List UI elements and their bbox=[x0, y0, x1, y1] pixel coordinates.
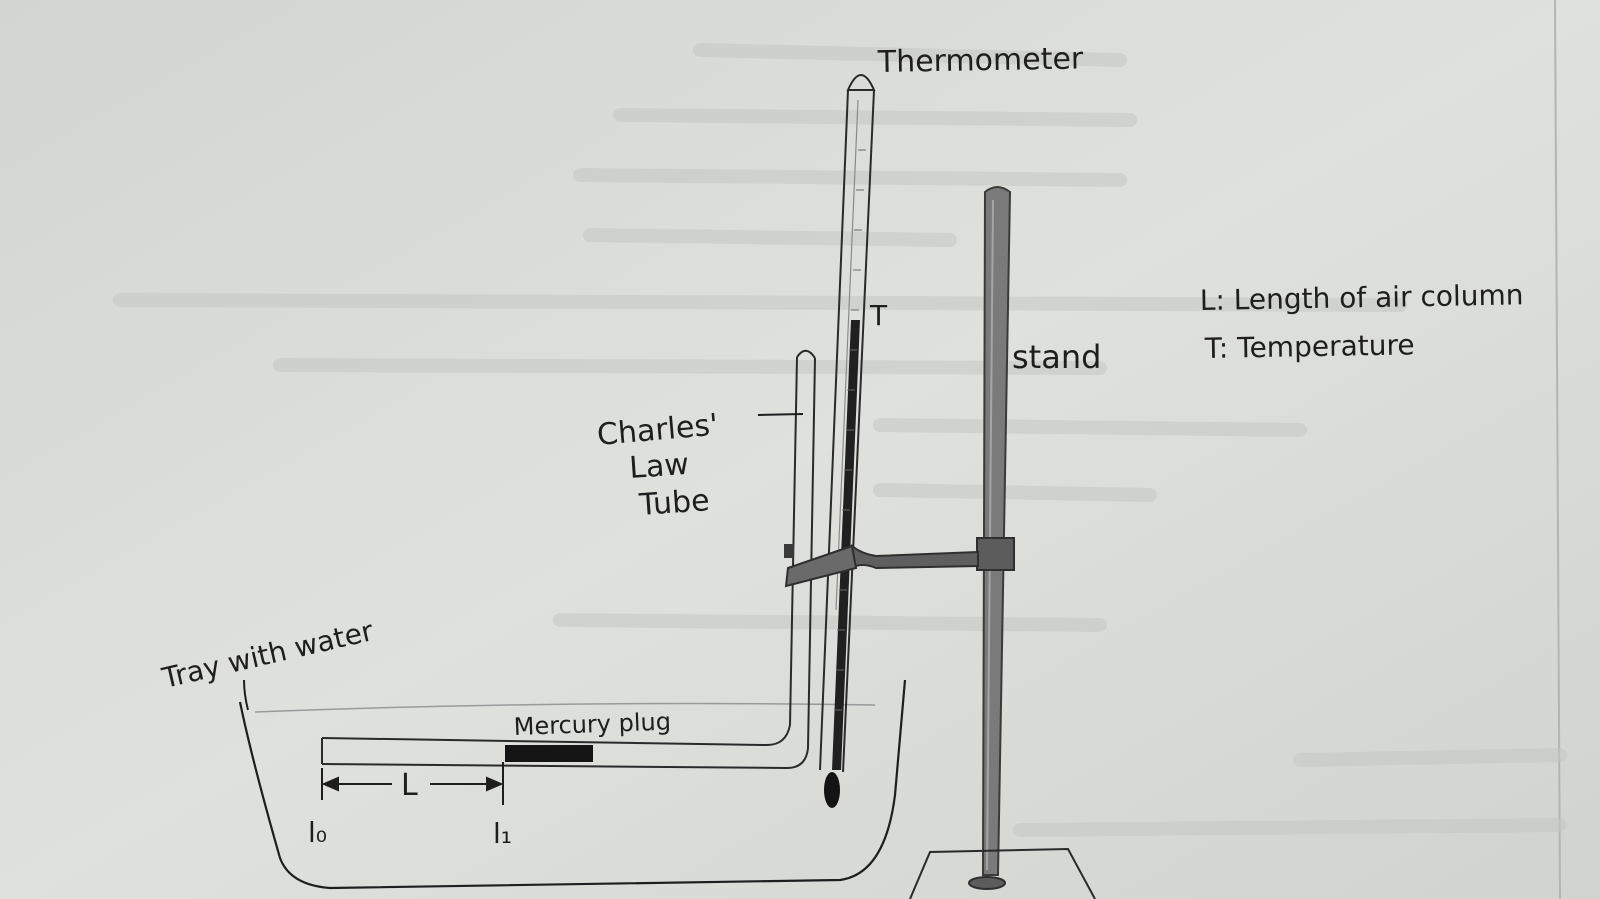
retort-stand bbox=[909, 186, 1096, 899]
clamp bbox=[784, 543, 979, 588]
length-dimension bbox=[321, 762, 504, 805]
thermometer-bulb bbox=[824, 772, 840, 808]
boss-head bbox=[976, 537, 1015, 571]
mercury-plug bbox=[505, 745, 593, 762]
label-mercury-plug: Mercury plug bbox=[513, 708, 671, 741]
stand-base bbox=[909, 847, 1096, 899]
legend-L: L: Length of air column bbox=[1200, 278, 1524, 317]
tray-outline bbox=[238, 679, 907, 890]
label-tube: Tube bbox=[637, 483, 711, 523]
legend-T: T: Temperature bbox=[1204, 328, 1415, 365]
bleed-through bbox=[113, 43, 1567, 837]
label-t-mark: T bbox=[869, 299, 888, 332]
label-stand: stand bbox=[1012, 338, 1101, 376]
charles-law-tube bbox=[321, 349, 816, 770]
label-l1: l₁ bbox=[493, 817, 512, 850]
label-l0: l₀ bbox=[308, 816, 327, 849]
label-L: L bbox=[401, 768, 418, 803]
label-law: Law bbox=[628, 447, 690, 486]
label-thermometer: Thermometer bbox=[877, 41, 1085, 80]
pointer-lines bbox=[243, 413, 804, 711]
thermometer bbox=[819, 74, 876, 808]
water-level bbox=[254, 702, 876, 713]
